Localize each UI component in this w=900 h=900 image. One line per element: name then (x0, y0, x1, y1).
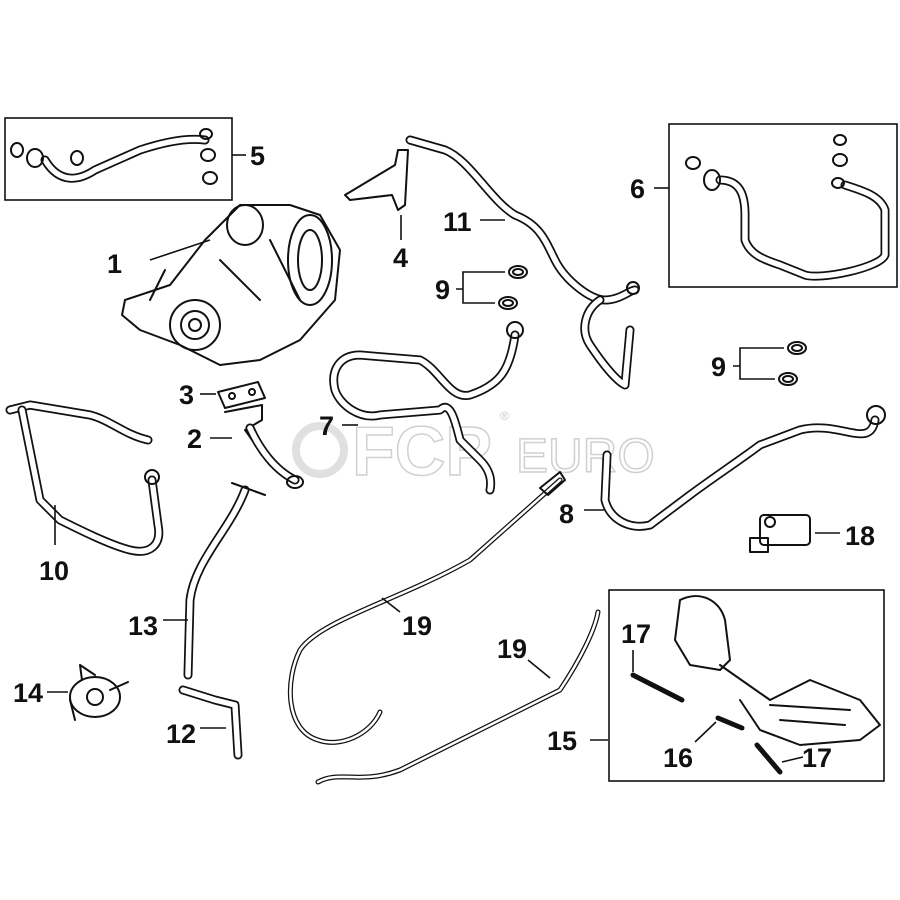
callout-8: 8 (559, 499, 574, 529)
callout-17a: 17 (621, 619, 651, 649)
callout-11: 11 (443, 207, 472, 237)
callout-15: 15 (547, 726, 577, 756)
leader-19b (527, 659, 551, 679)
part-9-seals-a (498, 265, 528, 310)
leader-16 (694, 721, 717, 743)
part-7-coolant-line (329, 321, 524, 495)
callout-5: 5 (250, 141, 265, 171)
watermark-logo: FCP ® EURO (292, 409, 655, 491)
part-4-bracket (344, 149, 409, 211)
part-10-coolant-line (5, 400, 164, 556)
callout-10: 10 (39, 556, 69, 586)
part-16-connector (715, 715, 745, 731)
watermark-suffix: EURO (516, 430, 655, 483)
kit-box-6 (668, 123, 898, 288)
part-19-vacuum-line-b (315, 609, 601, 785)
callout-19a: 19 (402, 611, 432, 641)
callout-18: 18 (845, 521, 875, 551)
part-6-coolant-line (685, 134, 890, 281)
callout-3: 3 (179, 380, 194, 410)
part-17-hose-b (754, 742, 783, 775)
part-19-vacuum-line-a (287, 471, 566, 745)
callout-2: 2 (187, 424, 202, 454)
callout-6: 6 (630, 174, 645, 204)
leader-1 (149, 239, 211, 261)
part-14-pump (69, 664, 129, 721)
part-15-resonator (674, 595, 881, 746)
part-1-turbocharger (121, 204, 341, 366)
watermark-registered: ® (500, 409, 509, 423)
callout-19b: 19 (497, 634, 527, 664)
part-12-hose (178, 685, 243, 760)
callout-13: 13 (128, 611, 158, 641)
part-18-solenoid (749, 514, 811, 553)
kit-box-15 (608, 589, 885, 782)
part-2-oil-return (224, 404, 304, 489)
leader-9a (456, 271, 505, 304)
callout-7: 7 (319, 411, 334, 441)
part-5-oil-line (10, 128, 218, 185)
callout-16: 16 (663, 743, 693, 773)
part-8-coolant-line (600, 405, 886, 531)
leader-9b (733, 347, 784, 380)
watermark-brand: FCP (352, 412, 492, 490)
part-9-seals-b (778, 341, 807, 386)
part-17-hose-a (630, 672, 685, 703)
part-11-oil-line (405, 135, 640, 390)
callout-17b: 17 (802, 743, 832, 773)
callout-4: 4 (393, 243, 408, 273)
callout-9a: 9 (435, 275, 450, 305)
callout-9b: 9 (711, 352, 726, 382)
part-13-hose (183, 482, 266, 680)
leader-17b (781, 756, 804, 763)
callout-14: 14 (13, 678, 43, 708)
leader-19a (381, 597, 401, 613)
kit-box-5 (4, 117, 233, 201)
part-3-gasket (217, 381, 266, 409)
callout-1: 1 (107, 249, 122, 279)
callout-12: 12 (166, 719, 196, 749)
